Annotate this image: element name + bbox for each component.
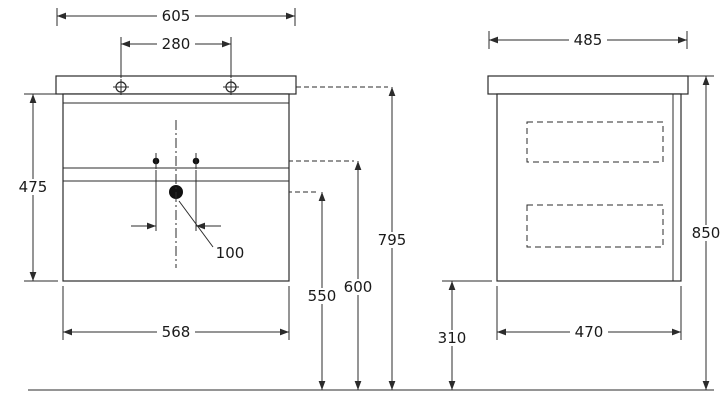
dim-fixing-hole-spacing: 100 (131, 170, 244, 262)
faucet-hole-right (223, 79, 239, 95)
dim-faucet-spacing: 280 (120, 35, 232, 78)
dim-fixing-hole-spacing-label: 100 (216, 244, 245, 262)
dim-top-depth-label: 485 (574, 31, 603, 49)
fixing-hole-right (192, 153, 200, 169)
countertop-front (55, 75, 297, 95)
dim-fixing-holes-height-label: 600 (344, 278, 373, 296)
dim-faucet-holes-height-label: 795 (378, 231, 407, 249)
dim-floor-clearance: 310 (433, 280, 492, 390)
dim-cabinet-depth-label: 470 (575, 323, 604, 341)
dim-overall-width-label: 605 (162, 7, 191, 25)
dim-cabinet-height-label: 475 (19, 178, 48, 196)
dim-drain-height: 550 (303, 192, 341, 390)
dim-cabinet-width: 568 (62, 286, 290, 341)
cabinet-side (496, 93, 682, 282)
dim-cabinet-width-label: 568 (162, 323, 191, 341)
dim-faucet-spacing-label: 280 (162, 35, 191, 53)
countertop-side (487, 75, 689, 95)
dim-faucet-holes-height: 795 (373, 87, 411, 390)
faucet-hole-left (113, 79, 129, 95)
dim-total-height: 850 (687, 75, 725, 390)
dim-fixing-holes-height: 600 (339, 161, 377, 390)
dim-drain-height-label: 550 (308, 287, 337, 305)
drawer-outline-top (526, 121, 664, 163)
drawer-outline-bottom (526, 204, 664, 248)
fixing-hole-left (152, 153, 160, 169)
side-view: 485 850 470 310 (433, 31, 725, 390)
dim-cabinet-height: 475 (14, 93, 58, 282)
dim-floor-clearance-label: 310 (438, 329, 467, 347)
front-view: 605 280 475 568 (14, 7, 411, 390)
dim-total-height-label: 850 (692, 224, 721, 242)
dim-overall-width: 605 (56, 7, 296, 26)
dim-100-leader (178, 200, 214, 248)
dim-top-depth: 485 (488, 31, 688, 49)
dim-cabinet-depth: 470 (496, 286, 682, 341)
